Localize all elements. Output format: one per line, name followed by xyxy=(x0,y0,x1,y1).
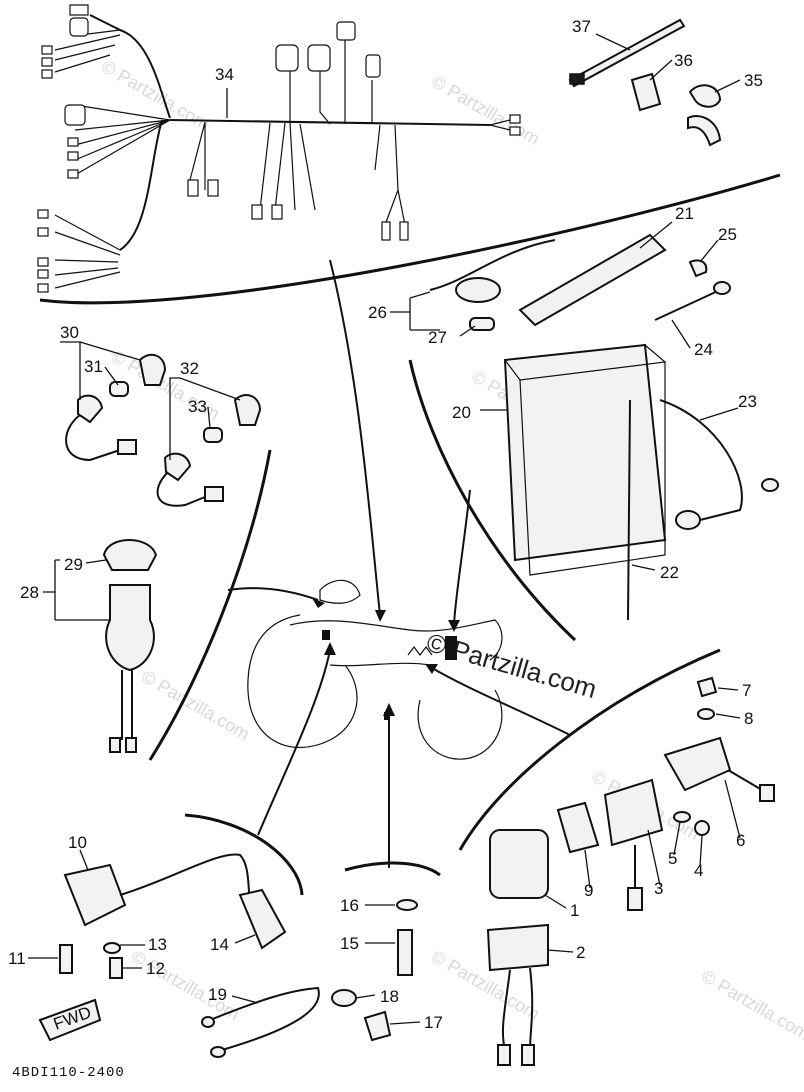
label-11: 11 xyxy=(8,949,26,968)
label-1: 1 xyxy=(570,901,579,920)
watermark: © Partzilla.com xyxy=(698,966,804,1044)
ignition-parts: FWD xyxy=(38,853,418,1058)
arrow-switch xyxy=(227,587,319,601)
clamp-35 xyxy=(688,84,722,108)
label-8: 8 xyxy=(744,709,753,728)
arrow-harness xyxy=(329,259,381,616)
watermark: © Partzilla.com xyxy=(428,71,543,149)
label-26: 26 xyxy=(368,303,387,322)
label-2: 2 xyxy=(576,943,585,962)
label-31: 31 xyxy=(84,357,103,376)
label-34: 34 xyxy=(215,65,234,84)
label-4: 4 xyxy=(694,861,703,880)
watermarks: © Partzilla.com © Partzilla.com © Partzi… xyxy=(98,56,804,1044)
label-10: 10 xyxy=(68,833,87,852)
label-16: 16 xyxy=(340,896,359,915)
label-18: 18 xyxy=(380,987,399,1006)
wire-harness xyxy=(37,4,521,293)
label-7: 7 xyxy=(742,681,751,700)
diagram-code: 4BDI110-2400 xyxy=(12,1065,125,1081)
battery-assembly xyxy=(429,233,779,621)
clamps-and-ties xyxy=(568,18,722,147)
label-20: 20 xyxy=(452,403,471,422)
label-29: 29 xyxy=(64,555,83,574)
label-23: 23 xyxy=(738,392,757,411)
label-32: 32 xyxy=(180,359,199,378)
label-15: 15 xyxy=(340,934,359,953)
separator-right xyxy=(458,648,721,851)
label-33: 33 xyxy=(188,397,207,416)
vehicle-outline xyxy=(247,579,503,760)
battery-band xyxy=(518,233,667,327)
label-25: 25 xyxy=(718,225,737,244)
label-36: 36 xyxy=(674,51,693,70)
switch-and-sockets xyxy=(65,353,262,753)
label-27: 27 xyxy=(428,328,447,347)
label-19: 19 xyxy=(208,985,227,1004)
label-30: 30 xyxy=(60,323,79,342)
separator-left xyxy=(148,449,272,761)
label-28: 28 xyxy=(20,583,39,602)
arrow-cdi xyxy=(431,667,571,736)
watermark: © Partzilla.com xyxy=(98,56,213,134)
separator-top xyxy=(39,173,781,305)
separator-coil xyxy=(184,813,304,896)
electrical-modules xyxy=(486,676,775,1066)
label-5: 5 xyxy=(668,849,677,868)
label-3: 3 xyxy=(654,879,663,898)
label-14: 14 xyxy=(210,935,229,954)
label-17: 17 xyxy=(424,1013,443,1032)
main-switch xyxy=(105,584,155,672)
separator-plug xyxy=(344,861,441,877)
battery xyxy=(503,343,667,562)
arrow-coil xyxy=(257,649,331,836)
location-arrows xyxy=(227,259,571,868)
label-37: 37 xyxy=(572,17,591,36)
fwd-arrow xyxy=(38,998,102,1042)
separator-lines xyxy=(39,173,781,896)
knob-29 xyxy=(102,539,158,571)
spark-plug xyxy=(397,929,413,976)
rectifier xyxy=(603,778,664,847)
label-35: 35 xyxy=(744,71,763,90)
cdi-unit xyxy=(489,829,549,899)
arrow-battery xyxy=(453,489,471,626)
leader-lines xyxy=(28,33,741,1025)
label-6: 6 xyxy=(736,831,745,850)
plug-cap xyxy=(238,888,287,950)
part-labels: 34 37 36 35 21 25 26 27 24 20 23 22 30 3… xyxy=(8,17,763,1081)
starter-relay xyxy=(663,736,732,792)
clamp-36 xyxy=(630,72,662,112)
label-24: 24 xyxy=(694,340,713,359)
ignition-coil xyxy=(63,863,127,927)
label-9: 9 xyxy=(584,881,593,900)
label-22: 22 xyxy=(660,563,679,582)
label-12: 12 xyxy=(146,959,165,978)
label-13: 13 xyxy=(148,935,167,954)
label-21: 21 xyxy=(675,204,694,223)
